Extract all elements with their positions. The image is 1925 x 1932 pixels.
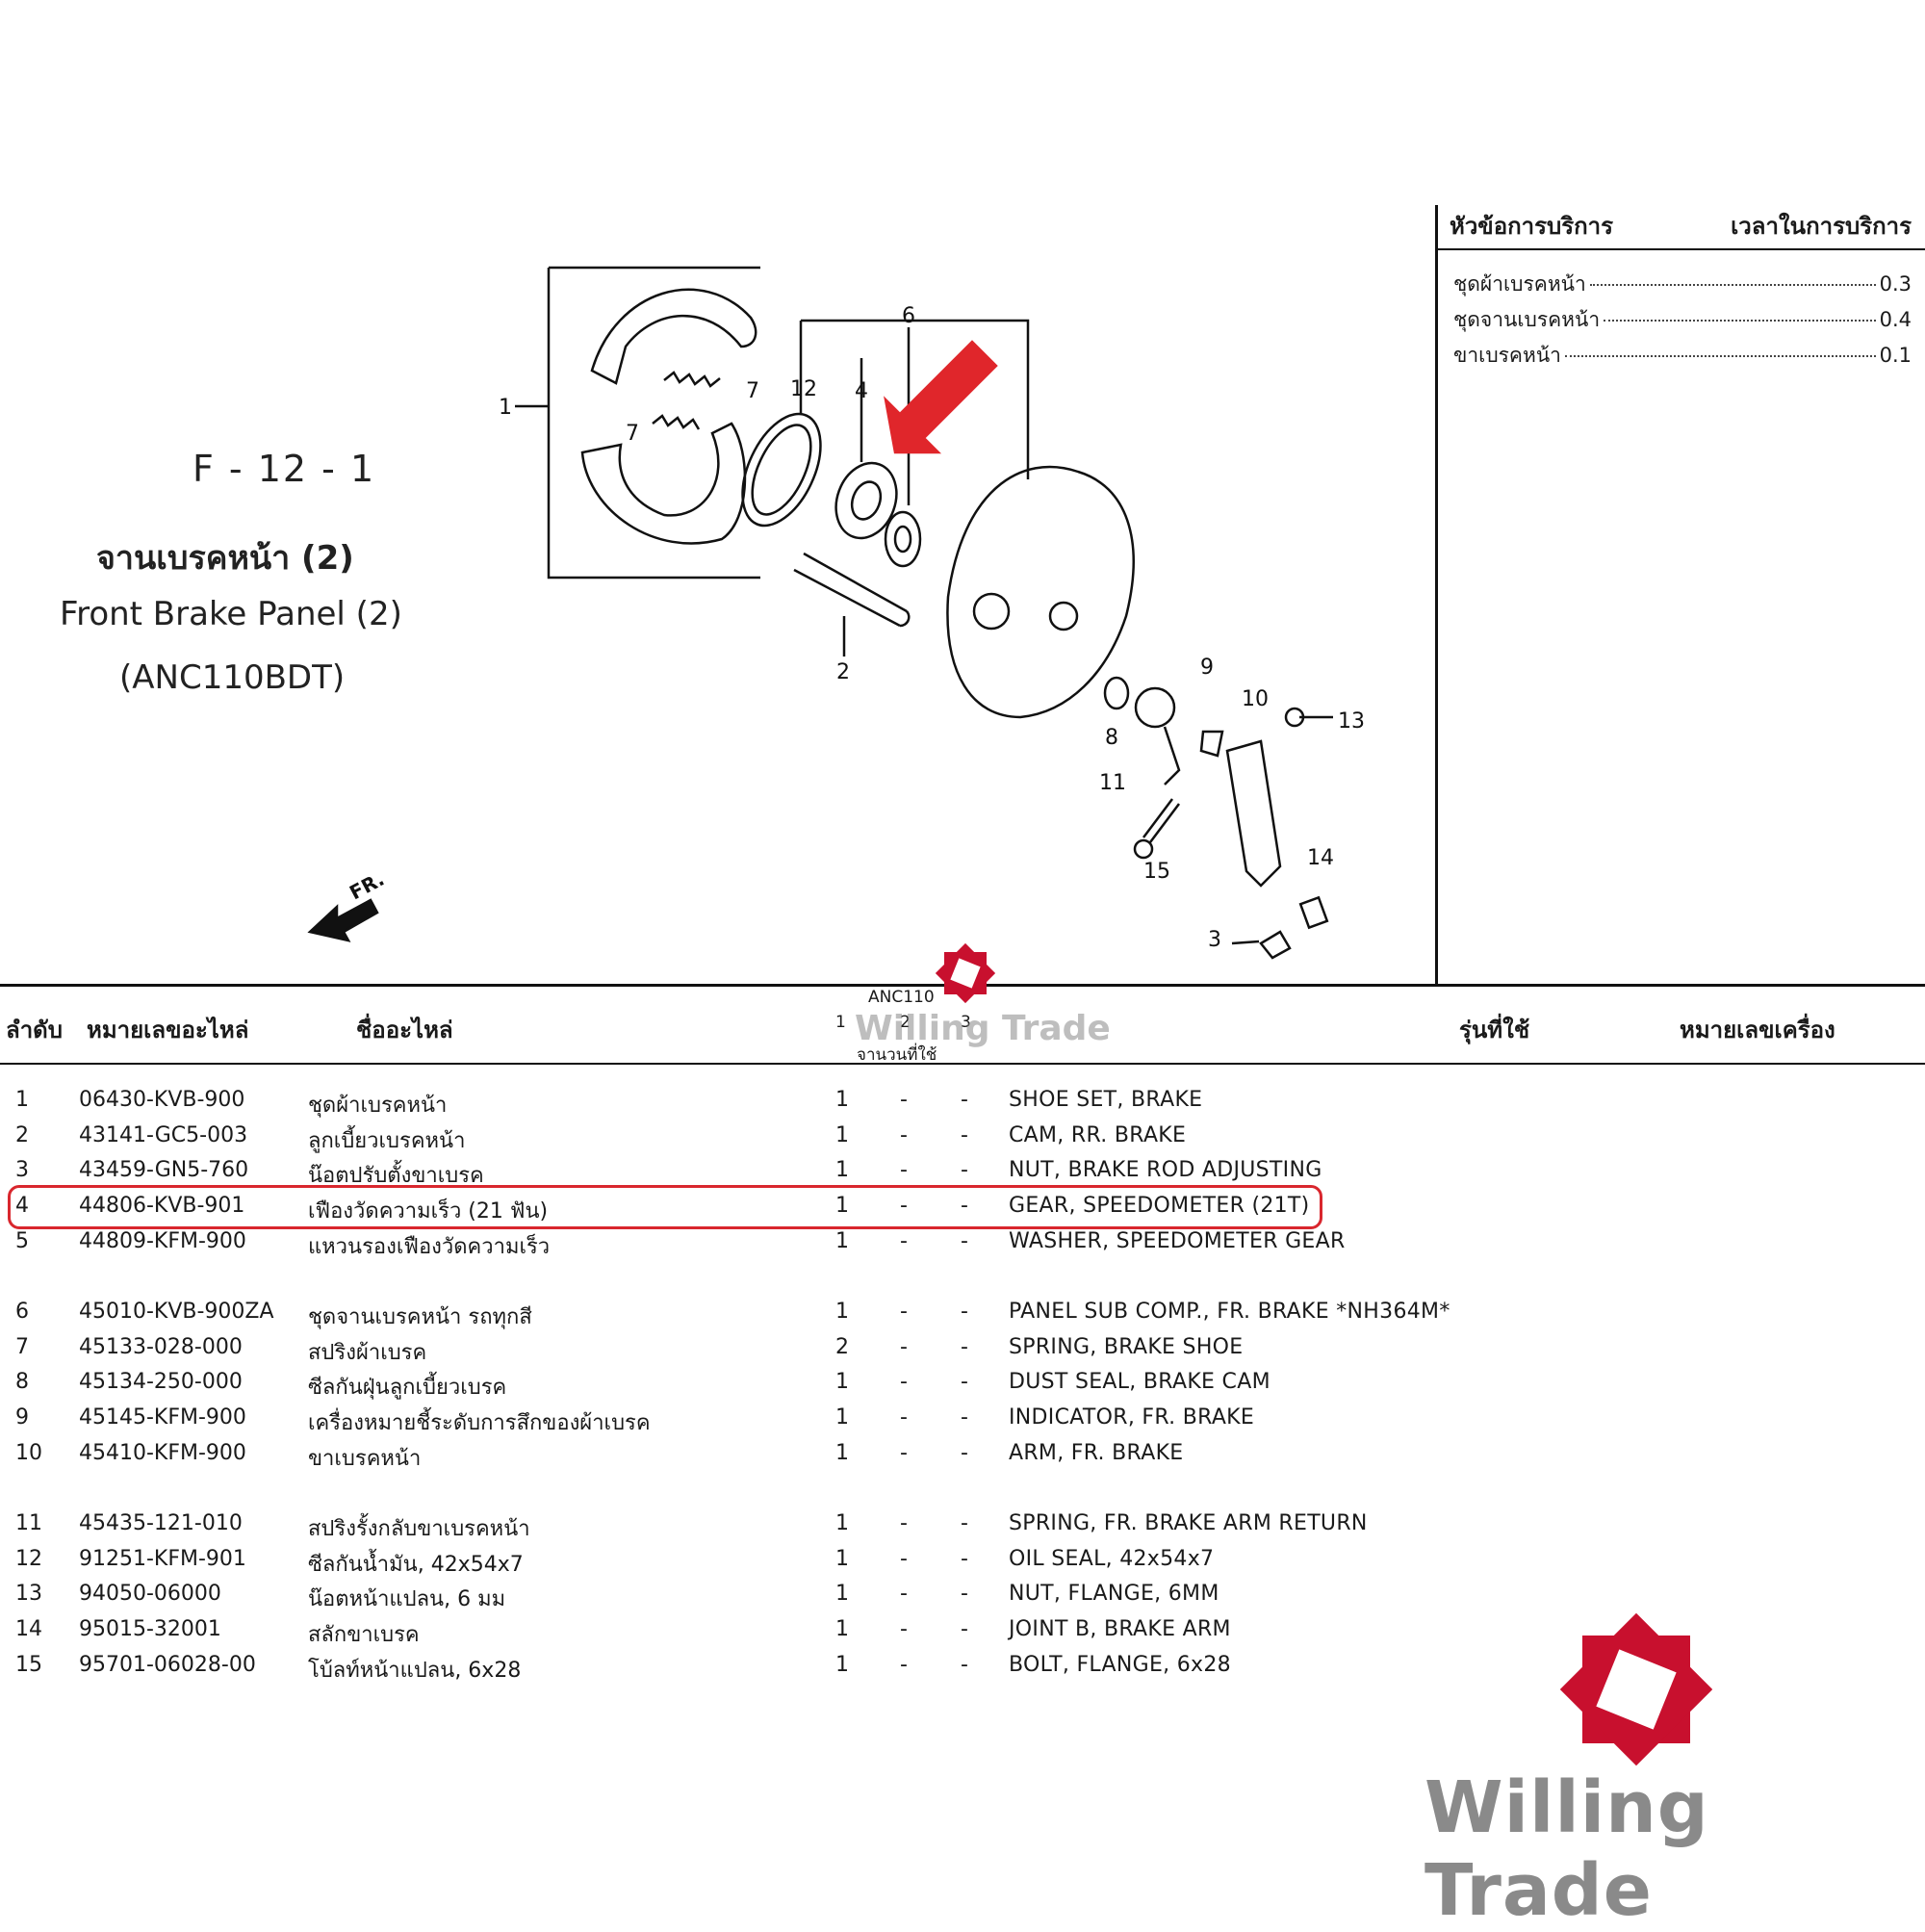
figure-model: (ANC110BDT) [119,658,346,697]
svg-text:10: 10 [1242,687,1269,711]
svg-text:6: 6 [902,304,915,328]
svg-text:2: 2 [836,660,850,684]
exploded-parts-diagram: FR. 1 7 7 12 4 6 2 9 10 13 8 11 15 14 3 [307,266,1365,960]
service-header-rule [1438,248,1925,250]
brake-shoe-lower [580,422,747,545]
brake-arm [1225,739,1282,888]
watermark-logo-large-icon [1559,1612,1713,1766]
dust-seal [1103,676,1130,710]
svg-text:4: 4 [855,379,868,403]
adjusting-nut [1259,930,1292,960]
watermark-text-small: Willing Trade [855,1009,1111,1048]
svg-text:15: 15 [1143,860,1170,884]
shoe-set-bracket [547,266,760,580]
svg-text:8: 8 [1105,726,1118,750]
figure-title-english: Front Brake Panel (2) [60,595,402,633]
svg-text:7: 7 [746,379,759,403]
panel-hub-hole [972,592,1011,631]
callout-numbers: 1 7 7 12 4 6 2 9 10 13 8 11 15 14 3 [499,304,1365,952]
oil-seal-inner [751,424,812,516]
brake-panel-plate [946,465,1135,719]
col-header-engine-no: หมายเลขเครื่อง [1680,1017,1835,1043]
brake-arm-joint [1298,895,1329,930]
return-spring-leg [1163,726,1181,786]
service-time-header: เวลาในการบริการ [1731,213,1912,240]
washer [884,510,922,568]
brake-shoe-upper [590,288,757,385]
wear-indicator [1199,730,1224,758]
svg-text:7: 7 [626,422,639,446]
callout-brackets [799,319,1030,505]
leader-3 [1231,940,1260,945]
flange-bolt [1142,798,1180,843]
svg-text:1: 1 [499,396,512,420]
highlight-arrow-icon [884,340,998,454]
service-topic-header: หัวข้อการบริการ [1450,213,1614,240]
col-header-no: ลำดับ [6,1017,64,1043]
watermark-text-large: Willing Trade [1424,1766,1709,1932]
svg-text:3: 3 [1208,928,1221,952]
table-header-rule [0,1063,1925,1065]
figure-title-thai: จานเบรคหน้า (2) [96,539,354,578]
brake-cam-shaft [793,552,911,628]
front-direction-arrow-icon [307,898,379,942]
row-highlight-box [8,1185,1322,1229]
col-header-qty-2: 2 [900,1013,911,1032]
svg-text:11: 11 [1099,771,1126,795]
spring-upper [663,371,721,388]
col-header-qty-1: 1 [835,1013,846,1032]
oil-seal-ring [741,412,822,528]
panel-cam-hole [1048,601,1079,631]
front-direction-label: FR. [346,867,388,905]
col-header-model-group: ANC110 [868,988,935,1007]
spring-lower [652,414,701,430]
svg-text:9: 9 [1200,656,1214,680]
svg-text:12: 12 [790,377,817,401]
service-panel-header: หัวข้อการบริการ เวลาในการบริการ [1450,207,1912,247]
col-header-part-no: หมายเลขอะไหล่ [87,1017,249,1043]
watermark-logo-small-icon [935,942,996,1004]
figure-code: F - 12 - 1 [192,448,376,490]
col-header-qty-label: จานวนที่ใช้ [857,1045,937,1065]
col-header-name: ชื่ออะไหล่ [356,1017,453,1043]
svg-text:13: 13 [1338,709,1365,734]
col-header-model-used: รุ่นที่ใช้ [1459,1017,1530,1043]
col-header-qty-3: 3 [961,1013,971,1032]
svg-text:14: 14 [1307,846,1334,870]
speedometer-gear [834,461,898,540]
return-spring-coil [1134,686,1176,729]
service-panel-divider [1435,205,1438,985]
